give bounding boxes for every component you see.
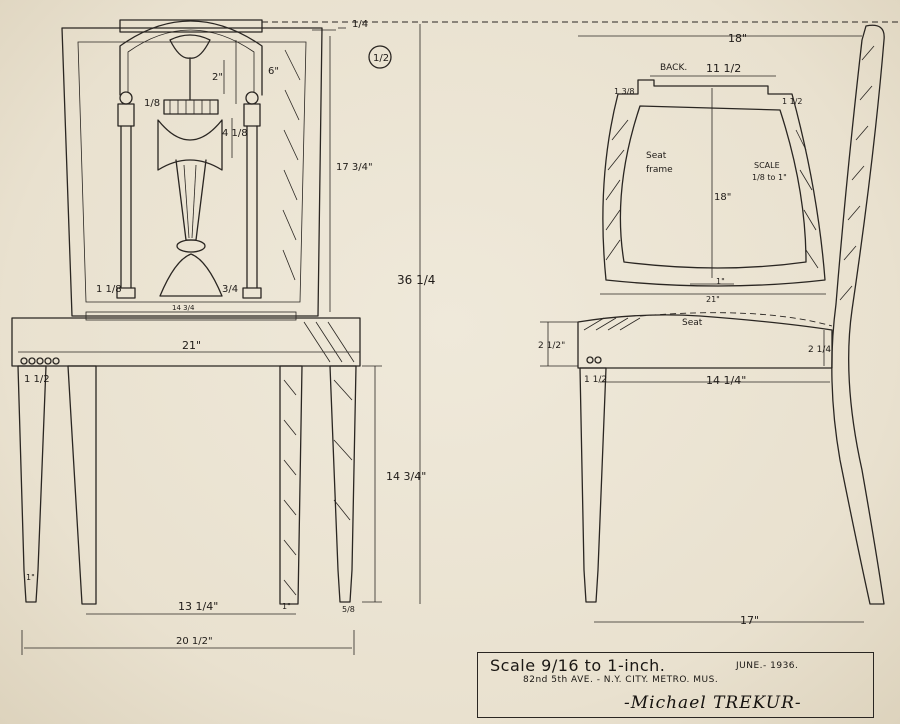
back-frame-inner (77, 41, 307, 303)
rail-hatching (303, 321, 355, 363)
frame-hatching (282, 49, 301, 281)
dim-overall-height: 36 1/4 (397, 273, 435, 287)
plan-view: 18" BACK. 11 1/2 1 3/8 1 1/2 Seat frame … (578, 32, 862, 304)
plan-hatching (605, 119, 819, 269)
front-right-inner-leg (279, 365, 303, 605)
dim-arch-height: 6" (268, 66, 279, 77)
side-dimension-lines (540, 321, 864, 623)
front-dimension-lines (18, 24, 421, 655)
label-seat-frame-2: frame (646, 165, 673, 175)
left-column (116, 91, 136, 299)
drawing-address: 82nd 5th AVE. - N.Y. CITY. METRO. MUS. (523, 675, 719, 685)
plan-dimension-lines (578, 35, 862, 295)
dim-back-height: 17 3/4" (336, 162, 373, 173)
artist-signature: -Michael TREKUR- (624, 693, 802, 713)
front-left-inner-leg (67, 365, 97, 605)
dim-bottom-width: 20 1/2" (176, 636, 213, 647)
title-block: Scale 9/16 to 1-inch. JUNE.- 1936. 82nd … (477, 652, 874, 718)
dim-plan-depth-inner: 18" (714, 192, 731, 203)
dim-rear-rail: 2 1/4 (808, 345, 831, 355)
side-seat-rail (577, 314, 833, 369)
leg-hatching (283, 379, 353, 596)
dim-rail-1in: 1" (716, 277, 725, 286)
label-back: BACK. (660, 63, 687, 73)
dim-top-offset: 1/4 (352, 19, 368, 30)
splat (157, 34, 223, 297)
side-nailhead-trim (586, 356, 602, 364)
label-scale-1: SCALE (754, 161, 780, 170)
dim-side-between: 14 1/4" (706, 374, 746, 387)
nailhead-trim (20, 357, 60, 365)
dim-leg-small: 1" (282, 602, 291, 611)
detail-ref-label: 1/2 (373, 53, 389, 64)
dim-base-small: 3/4 (222, 284, 238, 295)
back-frame-outer (61, 27, 323, 317)
front-right-leg (329, 365, 357, 603)
dim-rail-width: 14 3/4 (172, 304, 195, 312)
dim-foot: 1" (26, 573, 35, 582)
seat-frame-outline (602, 79, 826, 287)
dim-right-notch: 1 1/2 (782, 97, 803, 106)
crest-rail (119, 19, 263, 33)
front-seat-rail (11, 317, 361, 367)
seat-cushion-profile (639, 312, 833, 327)
dim-splat-top: 2" (212, 72, 223, 83)
dim-leg-height: 14 3/4" (386, 470, 426, 483)
dim-drape: 4 1/8 (222, 128, 248, 139)
label-seat-frame-1: Seat (646, 151, 667, 161)
label-scale-2: 1/8 to 1" (752, 173, 787, 182)
front-left-leg (17, 365, 47, 603)
seat-frame-inner (619, 105, 807, 269)
label-seat: Seat (682, 318, 703, 328)
side-rail-hatching (583, 317, 641, 331)
dim-between-legs: 13 1/4" (178, 600, 218, 613)
dim-leg-gap: 5/8 (342, 605, 355, 614)
rear-post-hatching (839, 45, 875, 301)
dim-front-width: 21" (706, 295, 720, 304)
back-arch (119, 20, 263, 96)
dim-seat-rail: 2 1/2" (538, 341, 565, 351)
dim-rail-small: 1/8 (144, 98, 160, 109)
detail-reference-circle (368, 45, 392, 69)
dim-side-leg: 1 1/2 (584, 375, 607, 385)
dim-leg-width: 1 1/2 (24, 374, 50, 385)
dim-seat-width: 21" (182, 339, 201, 352)
right-column (242, 91, 262, 299)
dim-back-width: 11 1/2 (706, 62, 741, 75)
dim-side-bottom: 17" (740, 614, 759, 627)
rear-post (831, 24, 885, 605)
drawing-date: JUNE.- 1936. (736, 661, 799, 671)
dim-column-base: 1 1/8 (96, 284, 122, 295)
side-front-leg (579, 367, 607, 603)
side-view: Seat 2 1/2" 2 1/4 1 1/2 14 1/4" 17" (538, 24, 885, 627)
front-view: 1/2 1/4 2" 6" 1/8 4 1/8 17 3/4" 36 1/4 1… (11, 19, 900, 655)
scale-text: Scale 9/16 to 1-inch. (490, 656, 666, 675)
dim-left-notch: 1 3/8 (614, 87, 635, 96)
dim-plan-depth: 18" (728, 32, 747, 45)
